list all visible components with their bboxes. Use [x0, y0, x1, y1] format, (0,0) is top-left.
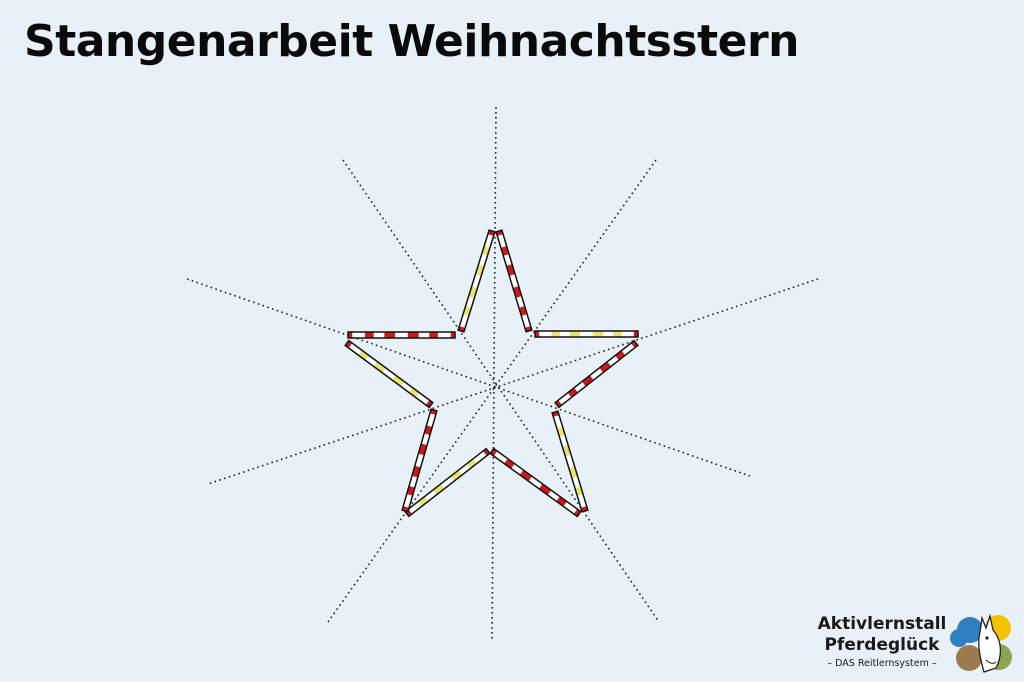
clover-horse-icon [950, 613, 1012, 673]
logo-name-line1: Aktivlernstall [817, 614, 947, 634]
guide-line-2 [342, 159, 660, 623]
pole-bottom-right-inner [489, 447, 582, 518]
logo-name-line2: Pferdeglück [824, 635, 940, 655]
pole-top-right [495, 229, 533, 333]
logo-text: Aktivlernstall Pferdeglück – DAS Reitler… [812, 614, 952, 671]
guide-line-1 [491, 106, 497, 643]
pole-right-upper [534, 330, 639, 338]
star-poles [344, 229, 639, 518]
dotted-guide-lines [186, 106, 819, 643]
pole-bottom-left-inner [404, 447, 491, 518]
pole-left-upper [347, 331, 456, 339]
pole-right-lower [554, 339, 639, 409]
pole-left-lower [344, 339, 434, 409]
pole-bottom-right-outer [551, 410, 589, 513]
logo: Aktivlernstall Pferdeglück – DAS Reitler… [812, 604, 1024, 682]
pole-top-left [457, 229, 496, 333]
logo-tagline: – DAS Reitlernsystem – [827, 658, 937, 669]
pole-bottom-left-outer [401, 408, 438, 513]
page-title: Stangenarbeit Weihnachtsstern [24, 16, 800, 67]
guide-line-5 [207, 278, 819, 485]
